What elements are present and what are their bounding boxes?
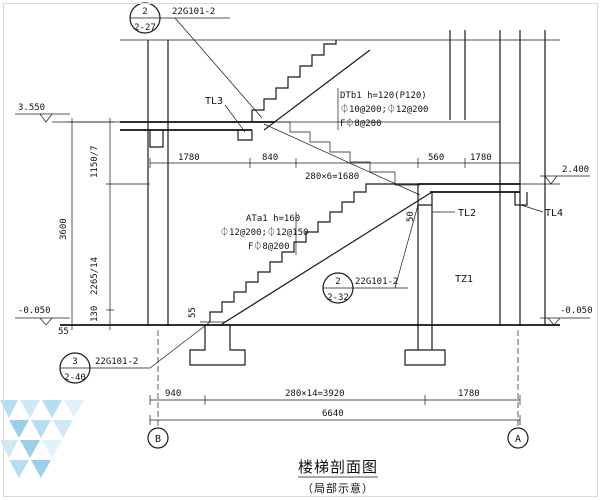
watermark-logo [0,400,84,478]
dim-560: 560 [428,153,444,163]
dim-2265-14: 2265/14 [90,257,100,295]
dim-940: 940 [165,389,181,399]
detail-ref-3 [59,321,211,384]
walls [120,30,560,325]
dim-1780a: 1780 [178,153,200,163]
grid-axes [147,330,529,449]
level-top: 3.550 [18,103,45,113]
dim-3600: 3600 [59,218,69,240]
upper-flight [251,40,371,131]
upper-flight-line2: ⏀10@200;⏀12@200 [340,103,428,115]
ref2-num: 2 [335,277,340,287]
ref3-num: 3 [72,357,77,367]
upper-flight-line1: DTb1 h=120(P120) [340,91,427,101]
level-bottom-right: -0.050 [560,306,593,316]
dim-130: 130 [90,306,100,322]
drawing-title: 楼梯剖面图 [298,458,378,476]
horizontal-dims [149,158,521,425]
level-markers [15,113,590,326]
detail-ref-2 [322,204,419,304]
mid-landing [417,183,560,206]
tl2-label: TL2 [458,208,476,219]
lower-flight-line2: ⏀12@200;⏀12@150 [220,226,308,238]
dim-840: 840 [262,153,278,163]
tl3-label: TL3 [205,96,223,107]
dim-50: 50 [406,211,416,222]
lower-flight [209,183,433,325]
detail-ref-1 [129,2,263,119]
lower-flight-line3: F⏀8@200 [248,240,290,252]
axis-b: B [155,434,161,445]
tl4-label: TL4 [545,208,563,219]
dim-55b: 55 [188,307,198,318]
upper-landing [120,121,500,148]
level-bottom-left: -0.050 [18,306,51,316]
level-mid: 2.400 [562,165,589,175]
ref2-sheet: 2-32 [327,293,349,303]
ref1-code: 22G101-2 [172,7,215,17]
dim-55a: 55 [58,327,69,337]
upper-flight-line3: F⏀8@200 [340,117,382,129]
upper-flight-down [263,121,421,196]
dim-1150-7: 1150/7 [90,145,100,178]
ref1-sheet: 2-27 [134,23,156,33]
ref3-code: 22G101-2 [95,357,138,367]
dim-steps-upper: 280×6=1680 [305,172,359,182]
vertical-dims [68,118,150,330]
ref1-num: 2 [142,7,147,17]
ref2-code: 22G101-2 [355,277,398,287]
axis-a: A [515,434,521,445]
drawing-subtitle: （局部示意） [302,481,374,495]
dim-1780c: 1780 [458,389,480,399]
lower-flight-line1: ATa1 h=160 [246,214,300,224]
dim-steps-lower: 280×14=3920 [285,389,345,399]
ref3-sheet: 2-40 [64,373,86,383]
dim-6640: 6640 [322,409,344,419]
dim-1780b: 1780 [470,153,492,163]
beam-leaders [224,88,544,255]
tz1-label: TZ1 [455,274,473,285]
